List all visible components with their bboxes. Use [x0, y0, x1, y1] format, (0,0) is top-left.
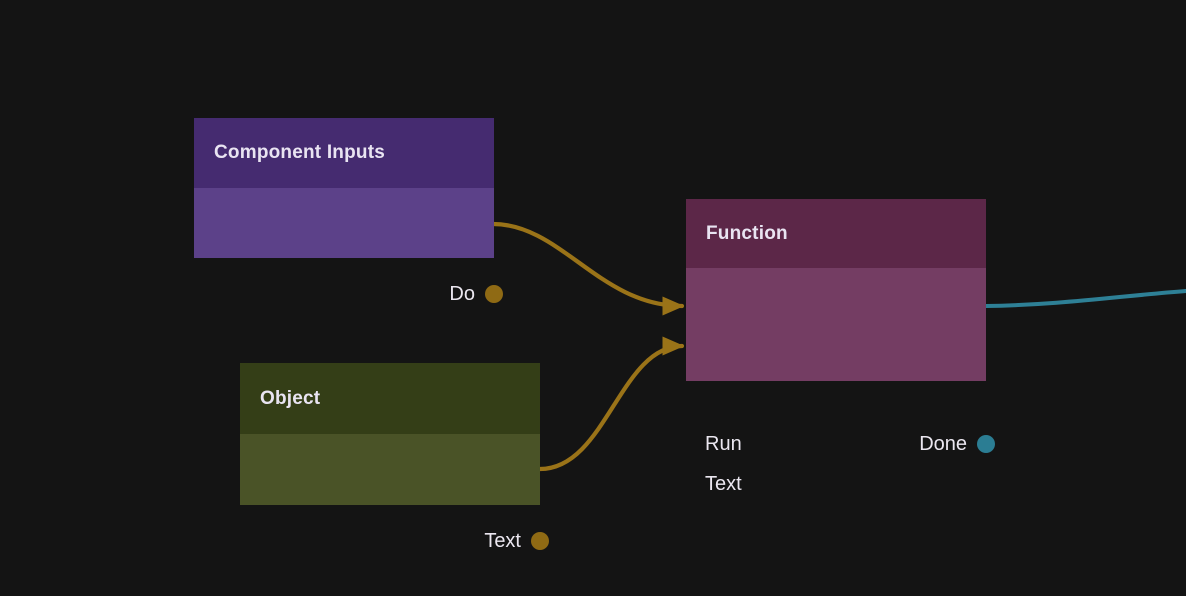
port-label-text: Text: [484, 530, 521, 552]
output-port-dot-done[interactable]: [977, 435, 995, 453]
node-body: Do: [194, 188, 503, 305]
output-port-row-do[interactable]: Do: [194, 282, 503, 306]
node-title-label: Function: [706, 222, 788, 244]
node-component-inputs[interactable]: Component Inputs Do: [194, 118, 503, 305]
output-port-dot-text[interactable]: [531, 532, 549, 550]
output-port-dot-do[interactable]: [485, 285, 503, 303]
wire-object-text-to-function-text[interactable]: [537, 336, 685, 472]
node-title-bar[interactable]: Function: [686, 199, 986, 268]
input-port-row-run[interactable]: Run: [686, 432, 986, 456]
input-port-row-text[interactable]: Text: [686, 472, 986, 496]
port-label-do: Do: [449, 283, 475, 305]
output-port-row-text[interactable]: Text: [240, 529, 549, 553]
port-label-run: Run: [705, 433, 742, 455]
wire-do-to-run[interactable]: [490, 221, 685, 316]
node-object[interactable]: Object Text: [240, 363, 549, 552]
node-title-bar[interactable]: Object: [240, 363, 540, 434]
node-title-label: Object: [260, 387, 321, 409]
port-label-done: Done: [919, 433, 967, 455]
output-port-row-done[interactable]: Done: [686, 432, 995, 456]
node-title-bar[interactable]: Component Inputs: [194, 118, 494, 188]
node-body: Run Text Done: [686, 268, 995, 495]
node-function[interactable]: Function Run Text Done: [686, 199, 995, 495]
node-body: Text: [240, 434, 549, 552]
wire-done-outgoing[interactable]: [984, 289, 1186, 308]
port-label-text: Text: [705, 473, 742, 495]
node-title-label: Component Inputs: [214, 142, 386, 163]
